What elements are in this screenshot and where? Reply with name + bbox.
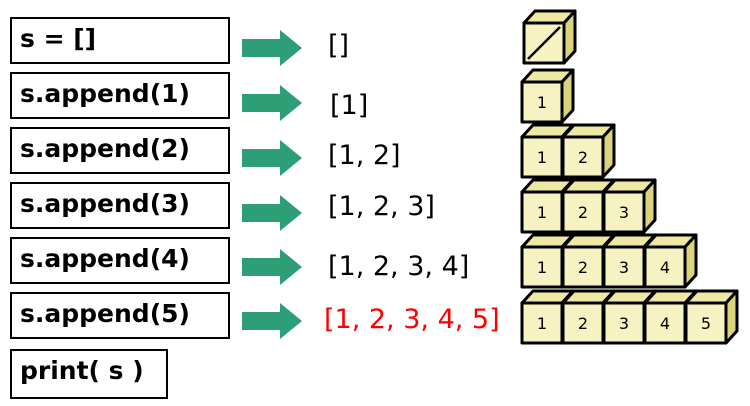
- cube-front-face: [684, 301, 728, 345]
- cube-front-face: [643, 245, 687, 289]
- code-line-append-4: s.append(4): [10, 237, 230, 284]
- arrow-icon: [242, 303, 302, 339]
- arrow-icon: [242, 249, 302, 285]
- arrow-shape: [242, 249, 302, 285]
- empty-slash: [527, 26, 561, 60]
- cube-front-face: [602, 190, 646, 234]
- cube-label: 3: [619, 258, 629, 277]
- arrow-icon: [242, 195, 302, 231]
- cube-label: 3: [619, 314, 629, 333]
- cube-label: 1: [537, 314, 547, 333]
- cube-label: 2: [578, 203, 588, 222]
- arrow-shape: [242, 195, 302, 231]
- code-line-print: print( s ): [10, 349, 168, 399]
- cube-front-face: [520, 80, 564, 124]
- cube-label: 5: [701, 314, 711, 333]
- cube-label: 4: [660, 314, 670, 333]
- arrow-icon: [242, 30, 302, 66]
- arrow-icon: [242, 140, 302, 176]
- cube-label: 1: [537, 258, 547, 277]
- list-state-4: [1, 2, 3, 4]: [328, 251, 470, 282]
- cube-label: 3: [619, 203, 629, 222]
- arrow-shape: [242, 140, 302, 176]
- list-state-5-result: [1, 2, 3, 4, 5]: [324, 304, 500, 335]
- cube-label: 2: [578, 148, 588, 167]
- list-state-1: [1]: [330, 90, 369, 121]
- cube-label: 1: [537, 203, 547, 222]
- cube-front-face: [561, 135, 605, 179]
- list-state-2: [1, 2]: [328, 140, 401, 171]
- code-line-append-2: s.append(2): [10, 127, 230, 174]
- cube-label: 1: [537, 93, 547, 112]
- list-state-empty: []: [328, 30, 350, 61]
- code-line-append-1: s.append(1): [10, 72, 230, 119]
- code-line-empty-list: s = []: [10, 17, 230, 64]
- arrow-shape: [242, 303, 302, 339]
- arrow-shape: [242, 30, 302, 66]
- arrow-icon: [242, 85, 302, 121]
- list-state-3: [1, 2, 3]: [328, 191, 435, 222]
- code-line-append-5: s.append(5): [10, 292, 230, 339]
- arrow-shape: [242, 85, 302, 121]
- cube-label: 4: [660, 258, 670, 277]
- cube-label: 1: [537, 148, 547, 167]
- cube-label: 2: [578, 258, 588, 277]
- code-line-append-3: s.append(3): [10, 182, 230, 229]
- cube-label: 2: [578, 314, 588, 333]
